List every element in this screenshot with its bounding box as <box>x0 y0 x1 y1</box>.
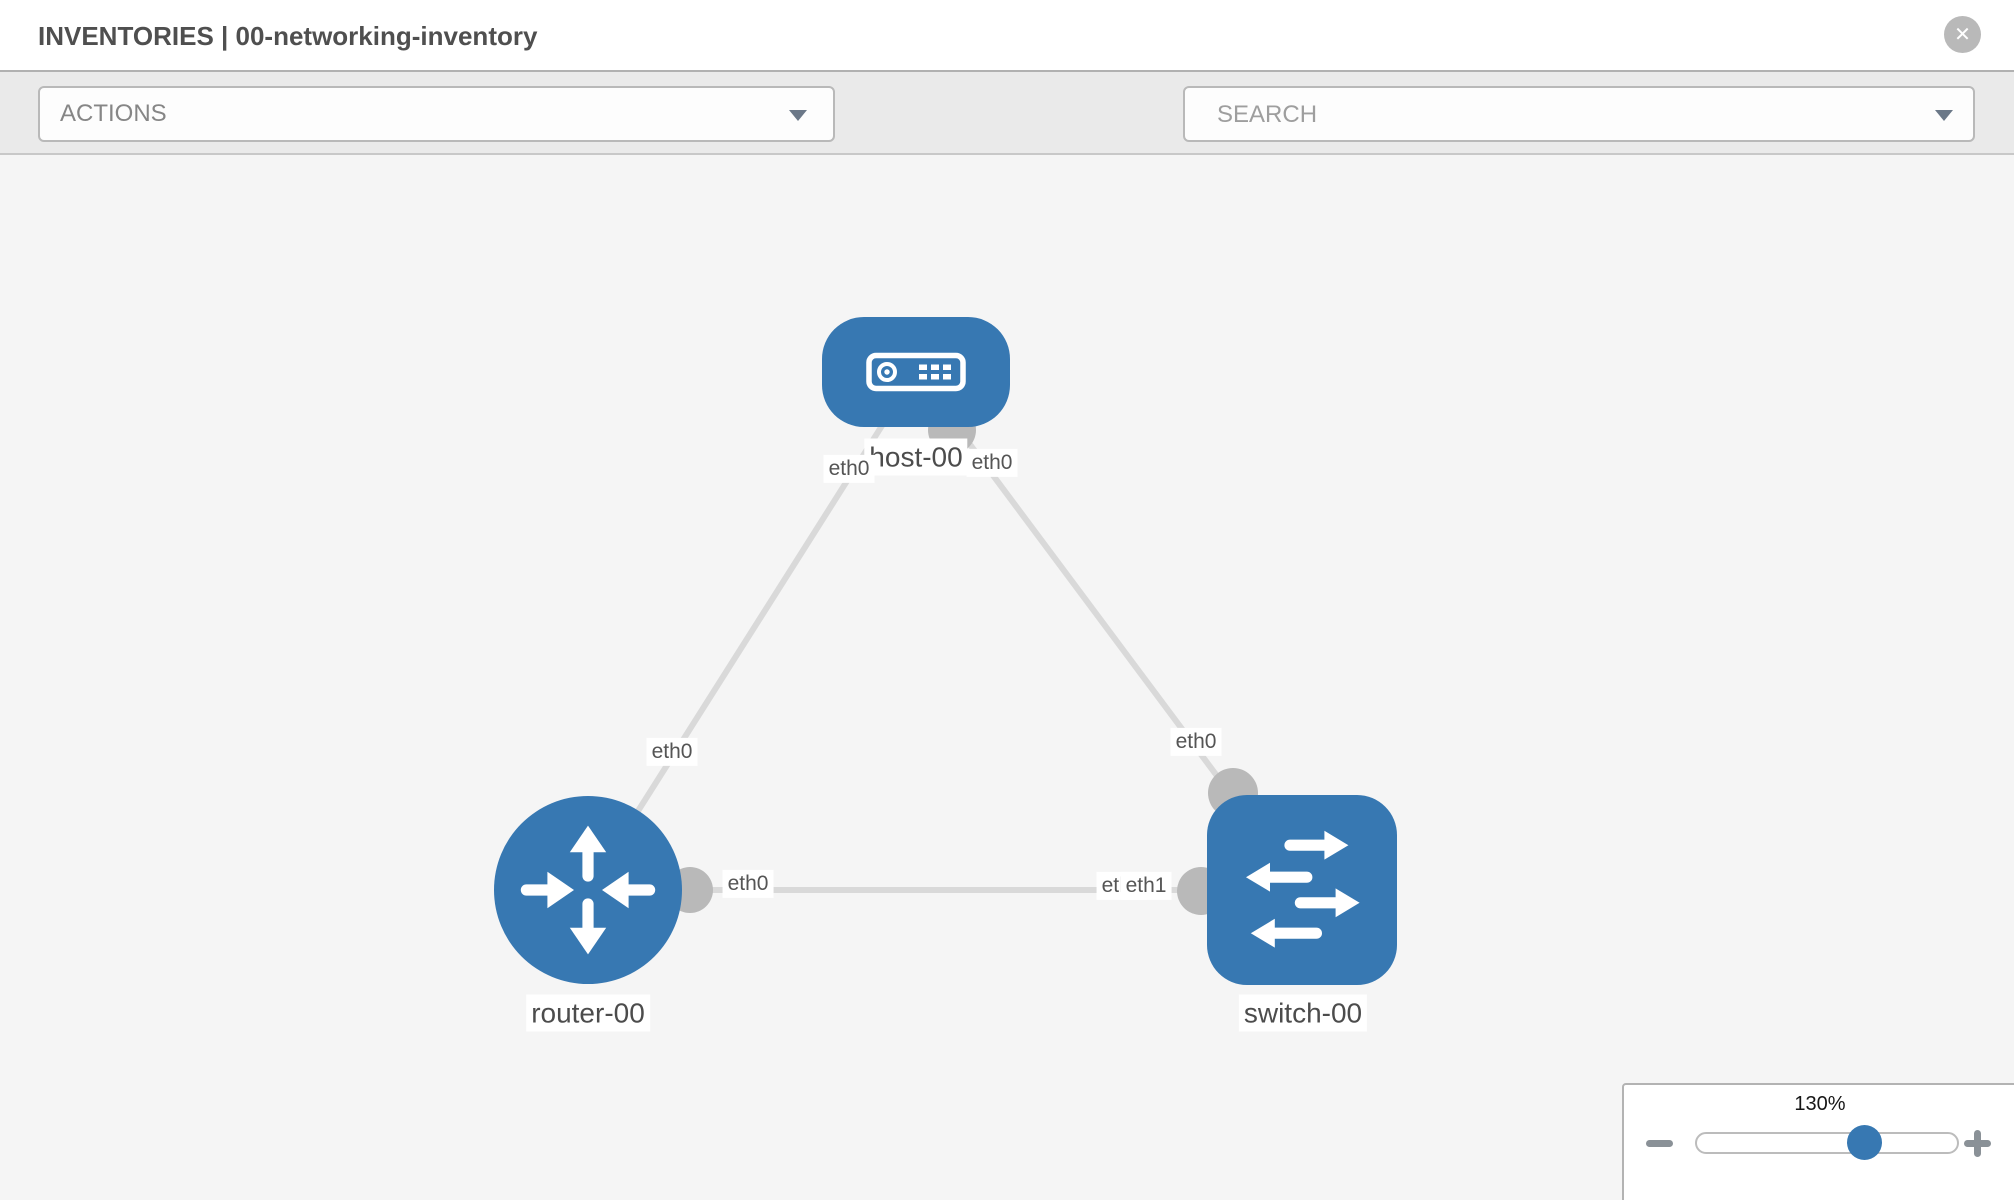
node-label-switch: switch-00 <box>1238 994 1368 1032</box>
chevron-down-icon <box>789 110 807 121</box>
interface-label: eth0 <box>966 448 1018 478</box>
zoom-slider-handle[interactable] <box>1847 1125 1882 1160</box>
interface-label: eth0 <box>646 737 698 767</box>
chevron-down-icon <box>1935 110 1953 121</box>
interface-label: eth1 <box>1120 871 1172 901</box>
page-title: INVENTORIES | 00-networking-inventory <box>38 21 538 51</box>
zoom-panel: 130% <box>1622 1083 2014 1200</box>
interface-label: eth0 <box>722 869 774 899</box>
interface-label: eth0 <box>1170 727 1222 757</box>
node-switch-00[interactable] <box>1207 795 1397 985</box>
node-label-router: router-00 <box>526 994 650 1032</box>
close-icon: ✕ <box>1954 23 1971 46</box>
interface-label: eth0 <box>823 454 875 484</box>
toolbar: ACTIONS <box>0 72 2014 206</box>
zoom-in-button[interactable] <box>1964 1130 1991 1157</box>
zoom-slider[interactable] <box>1695 1132 1959 1154</box>
switch-arrows-icon <box>1246 830 1360 948</box>
close-button[interactable]: ✕ <box>1944 16 1981 53</box>
actions-dropdown-label: ACTIONS <box>60 100 167 127</box>
plus-icon <box>1974 1130 1981 1157</box>
topology-canvas[interactable]: host-00 eth0 eth0 eth0 eth0 eth0 eth0 et… <box>0 155 2014 1200</box>
search-input[interactable] <box>1215 90 1919 140</box>
header: INVENTORIES | 00-networking-inventory ✕ <box>0 0 2014 72</box>
server-icon <box>866 352 966 392</box>
zoom-value: 130% <box>1794 1093 1846 1115</box>
zoom-out-button[interactable] <box>1646 1140 1673 1147</box>
node-router-00[interactable] <box>494 796 682 984</box>
search-dropdown[interactable] <box>1183 86 1975 142</box>
actions-dropdown[interactable]: ACTIONS <box>38 86 835 142</box>
node-label-host: host-00 <box>864 438 968 476</box>
router-arrows-icon <box>520 825 656 955</box>
node-host-00[interactable] <box>822 317 1010 427</box>
